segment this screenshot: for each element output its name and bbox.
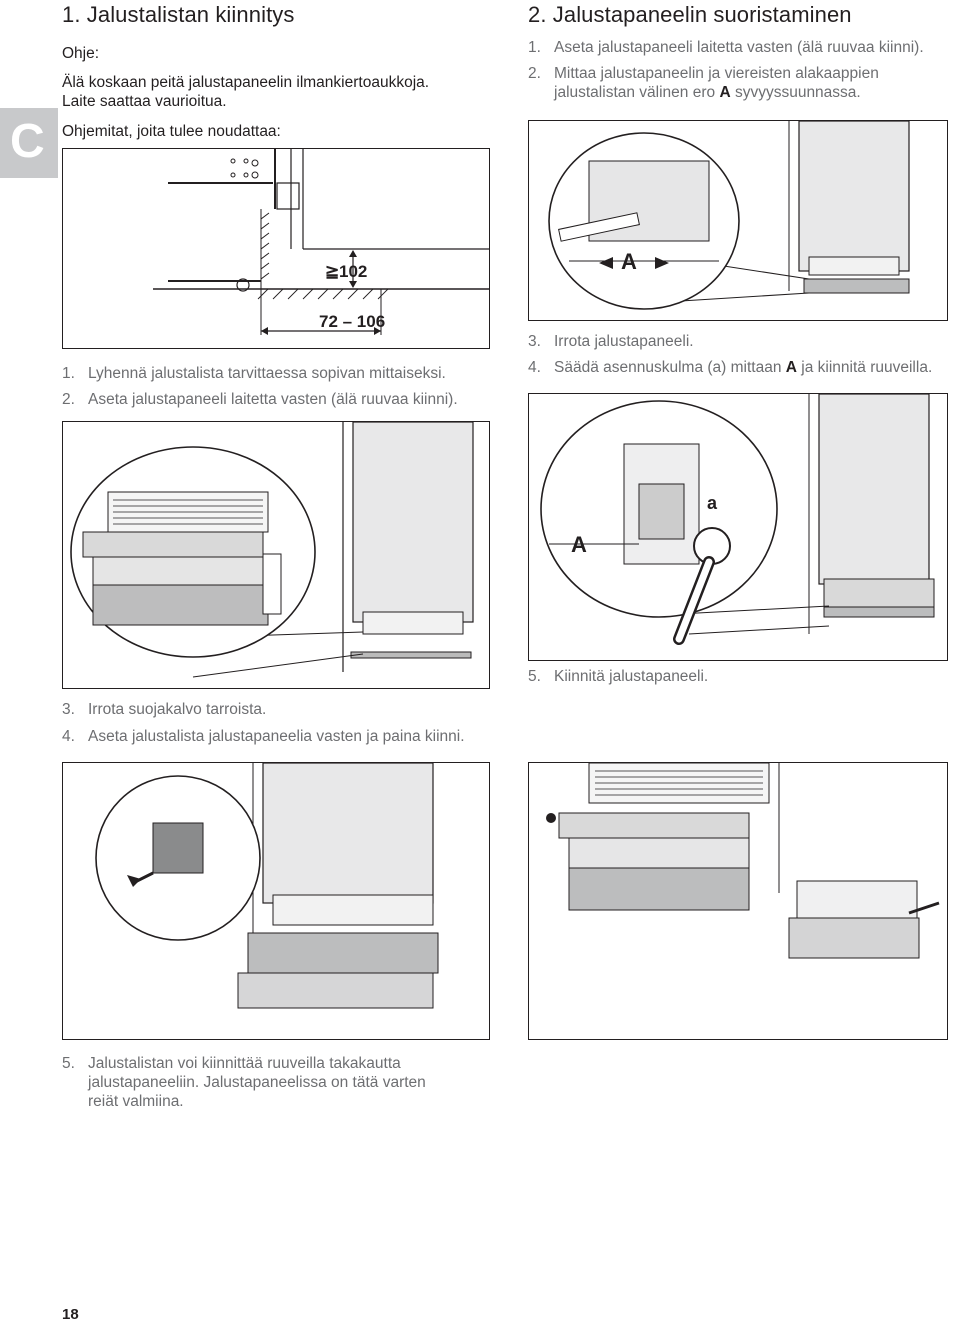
left-step-4: 4.Aseta jalustalista jalustapaneelia vas… xyxy=(62,728,465,745)
right-step-1: 1.Aseta jalustapaneeli laitetta vasten (… xyxy=(528,39,924,56)
note-text: Älä koskaan peitä jalustapaneelin ilmank… xyxy=(62,74,430,110)
figure-mounting-dimensions: ≧ 102 72 – 106 xyxy=(62,148,490,349)
right-step-3: 3.Irrota jalustapaneeli. xyxy=(528,333,694,350)
left-step-5: 5.Jalustalistan voi kiinnittää ruuveilla… xyxy=(62,1055,426,1110)
label-A: A xyxy=(621,249,637,274)
left-heading: 1. Jalustalistan kiinnitys xyxy=(62,2,295,27)
right-step-2: 2.Mittaa jalustapaneelin ja viereisten a… xyxy=(528,65,879,101)
right-heading: 2. Jalustapaneelin suoristaminen xyxy=(528,2,852,27)
left-step-2: 2.Aseta jalustapaneeli laitetta vasten (… xyxy=(62,391,458,408)
right-step-5: 5.Kiinnitä jalustapaneeli. xyxy=(528,668,709,685)
figure-panel-placement xyxy=(62,421,490,689)
figure-strip-attach xyxy=(62,762,490,1040)
section-tab: C xyxy=(0,108,58,178)
figure-adjust-angle: A a xyxy=(528,393,948,661)
section-tab-letter: C xyxy=(10,115,45,168)
figure-attach-panel xyxy=(528,762,948,1040)
dim-height-value: 102 xyxy=(339,262,367,281)
label-a-angle: a xyxy=(707,493,718,513)
dim-width-value: 72 – 106 xyxy=(319,312,385,331)
left-step-3: 3.Irrota suojakalvo tarroista. xyxy=(62,701,267,718)
label-A-adjust: A xyxy=(571,532,587,557)
page-number: 18 xyxy=(62,1306,79,1323)
dim-height-symbol: ≧ xyxy=(325,262,339,281)
figure-measure-depth: A xyxy=(528,120,948,321)
instructions-intro: Ohjemitat, joita tulee noudattaa: xyxy=(62,123,281,140)
left-step-1: 1.Lyhennä jalustalista tarvittaessa sopi… xyxy=(62,365,446,382)
right-step-4: 4.Säädä asennuskulma (a) mittaan A ja ki… xyxy=(528,359,933,376)
note-label: Ohje: xyxy=(62,45,100,62)
